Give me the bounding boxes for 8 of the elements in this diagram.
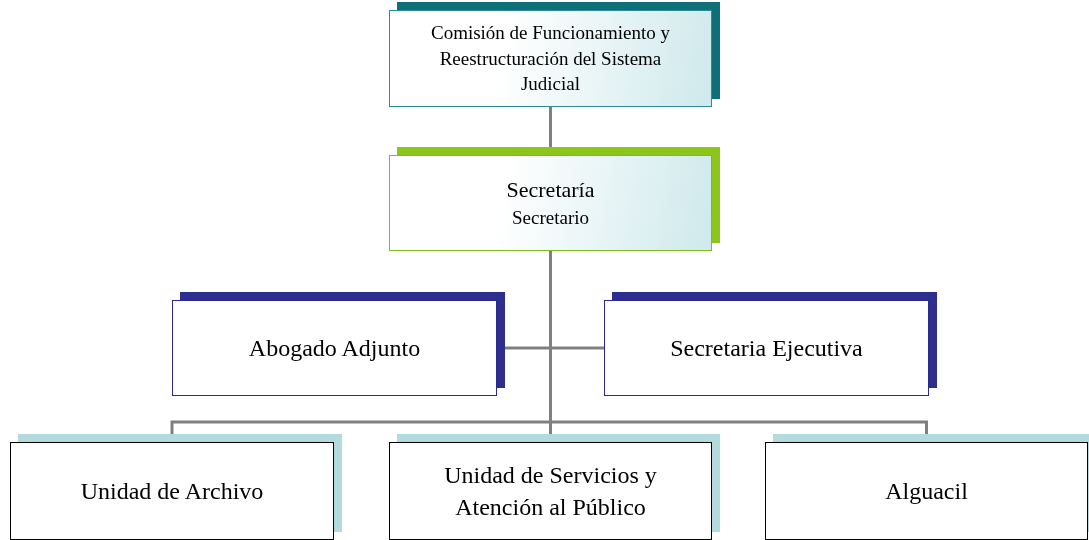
box-title: Secretaria Ejecutiva bbox=[669, 333, 864, 363]
box-title: Abogado Adjunto bbox=[247, 333, 422, 363]
box-title: Unidad de Servicios y Atención al Público bbox=[443, 460, 658, 522]
box-title: Alguacil bbox=[884, 476, 969, 506]
box-title: Comisión de Funcionamiento y Reestructuración del Sistema Judicial bbox=[429, 21, 672, 97]
box-title: Secretaría bbox=[505, 176, 596, 205]
box-subtitle: Secretario bbox=[511, 206, 590, 230]
box-title: Unidad de Archivo bbox=[79, 476, 265, 506]
